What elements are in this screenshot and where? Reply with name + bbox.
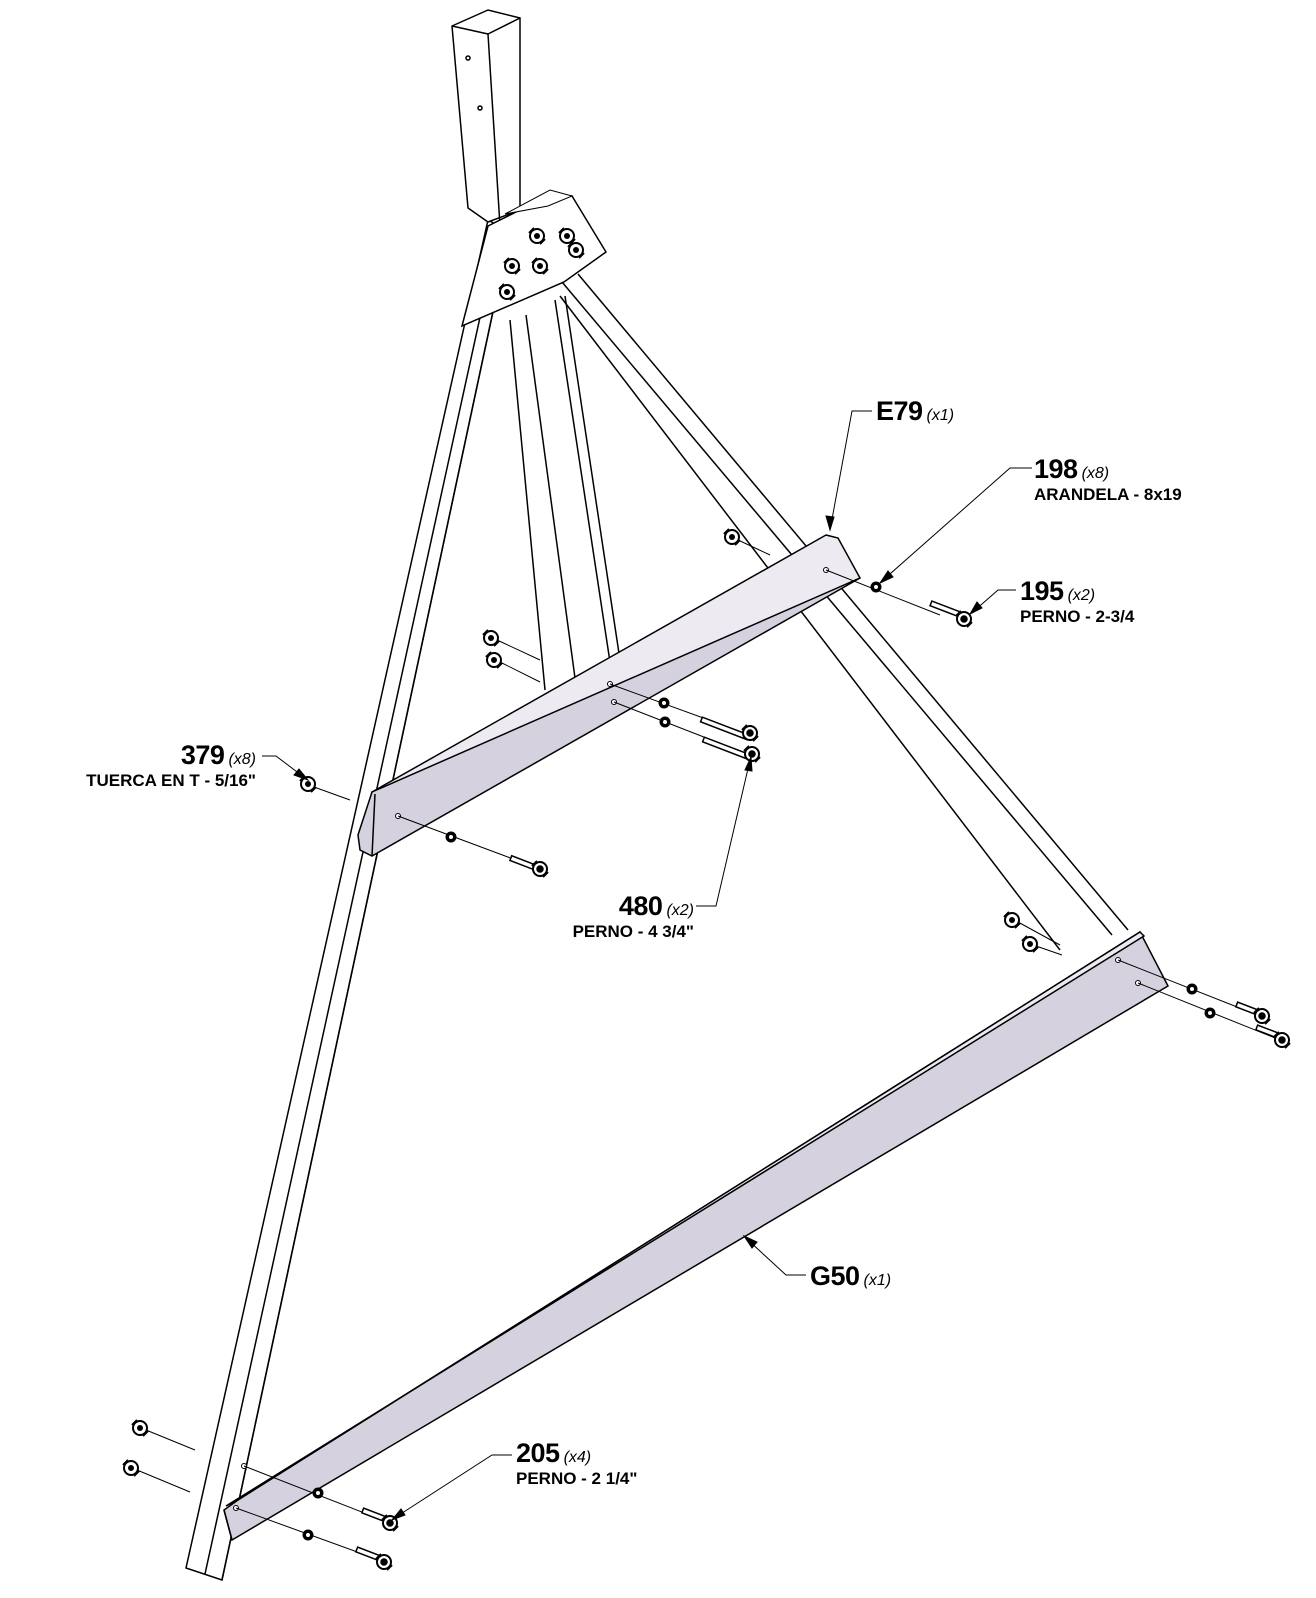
callout-leaders [262,410,1032,1522]
part-description: PERNO - 2-3/4 [1020,607,1135,626]
part-number: E79 [876,396,923,426]
g50-board [223,930,1169,1542]
part-quantity: (x8) [228,751,256,768]
gusset-plate [460,189,608,328]
part-description: PERNO - 4 3/4" [572,922,694,941]
part-number: 198 [1034,454,1078,484]
callout-480: 480(x2) PERNO - 4 3/4" [500,891,694,941]
callout-198: 198(x8) ARANDELA - 8x19 [1034,454,1182,504]
callout-195: 195(x2) PERNO - 2-3/4 [1020,576,1135,626]
part-quantity: (x1) [926,407,955,424]
right-leg [559,273,1129,951]
callout-e79: E79(x1) [876,398,954,425]
bolt-icons [354,600,1291,1571]
part-number: 195 [1020,576,1064,606]
callout-g50: G50(x1) [810,1263,891,1290]
top-post [451,9,521,227]
part-quantity: (x4) [563,1449,592,1466]
part-description: PERNO - 2 1/4" [516,1469,638,1488]
part-description: TUERCA EN T - 5/16" [86,771,256,790]
part-quantity: (x2) [666,902,694,919]
part-number: 480 [618,891,663,921]
callout-205: 205(x4) PERNO - 2 1/4" [516,1438,638,1488]
callout-379: 379(x8) TUERCA EN T - 5/16" [6,740,256,790]
e79-board [357,534,862,857]
part-quantity: (x1) [863,1272,892,1289]
part-quantity: (x2) [1067,587,1096,604]
part-description: ARANDELA - 8x19 [1034,485,1182,504]
part-quantity: (x8) [1081,465,1110,482]
part-number: 379 [180,740,225,770]
center-brace [509,295,621,691]
part-number: G50 [810,1261,860,1291]
part-number: 205 [516,1438,560,1468]
